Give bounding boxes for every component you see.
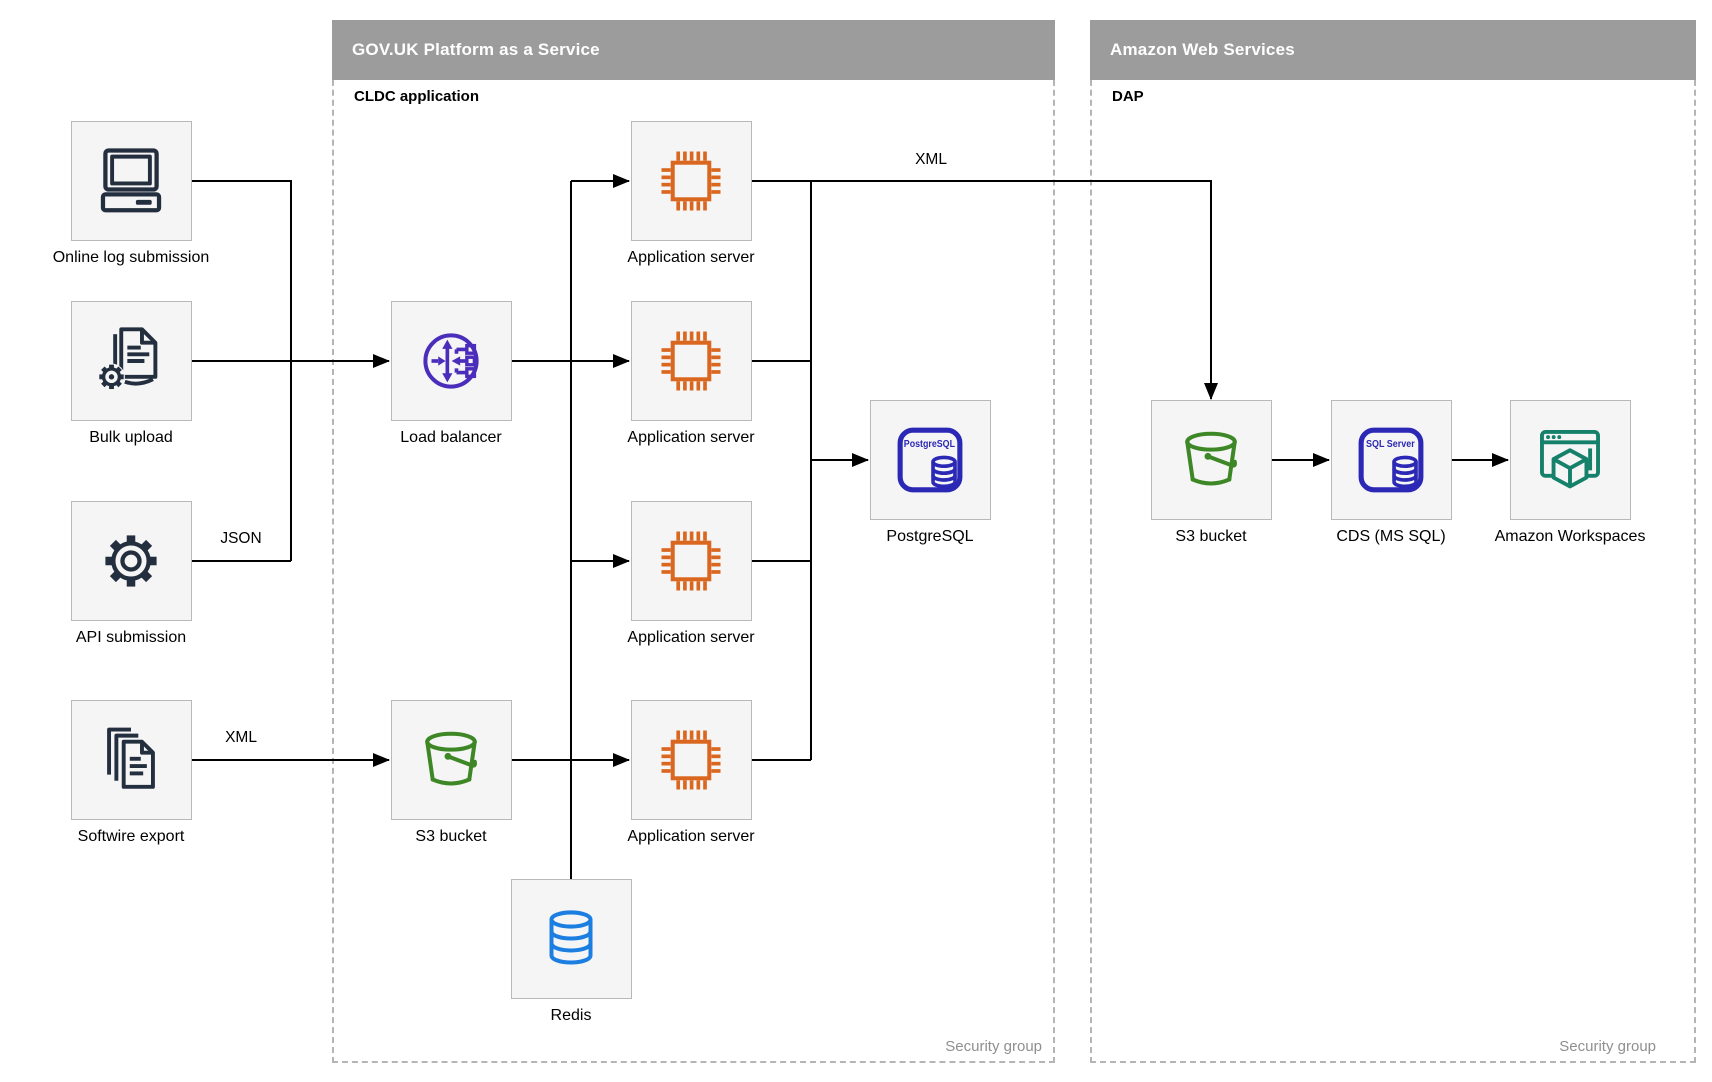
cldc-application-label: CLDC application [354, 88, 480, 105]
postgresql-badge-text: PostgreSQL [904, 439, 955, 450]
gear-icon [105, 535, 157, 587]
node-box [70, 301, 192, 421]
node-box [630, 501, 752, 621]
node-softwire-export: Softwire export [31, 700, 231, 846]
node-box [70, 700, 192, 820]
node-label: S3 bucket [415, 828, 487, 845]
documents-stack-icon [107, 727, 155, 789]
load-balancer-icon [423, 333, 479, 389]
node-application-server-4: Application server [591, 700, 791, 846]
container-aws-title: Amazon Web Services [1090, 20, 1696, 80]
postgresql-icon: PostgreSQL [897, 427, 963, 493]
node-box [630, 121, 752, 241]
container-govuk-paas-title: GOV.UK Platform as a Service [332, 20, 1055, 80]
node-label: Application server [627, 828, 755, 845]
node-label: Amazon Workspaces [1494, 528, 1646, 545]
node-label: Load balancer [400, 429, 502, 446]
node-box [630, 301, 752, 421]
node-load-balancer: Load balancer [351, 301, 551, 447]
aws-security-group-label: Security group [1559, 1038, 1656, 1055]
chip-icon [661, 730, 721, 790]
node-label: Application server [627, 629, 755, 646]
node-box [70, 121, 192, 241]
node-box [510, 879, 632, 999]
node-box [390, 700, 512, 820]
node-label: Application server [627, 249, 755, 266]
computer-icon [100, 148, 162, 213]
chip-icon [661, 151, 721, 211]
edge-label-xml-to-aws: XML [915, 151, 947, 168]
dap-label: DAP [1112, 88, 1144, 105]
database-icon [549, 910, 593, 965]
node-api-submission: API submission [31, 501, 231, 647]
node-application-server-1: Application server [591, 121, 791, 267]
chip-icon [661, 331, 721, 391]
edge-label-json: JSON [220, 530, 262, 547]
node-postgresql: PostgreSQL PostgreSQL [830, 400, 1030, 546]
node-box [390, 301, 512, 421]
node-label: S3 bucket [1175, 528, 1247, 545]
node-cds-mssql: SQL Server CDS (MS SQL) [1291, 400, 1491, 546]
edge-label-xml-export: XML [225, 729, 257, 746]
node-box [1150, 400, 1272, 520]
node-box: SQL Server [1330, 400, 1452, 520]
node-online-log-submission: Online log submission [31, 121, 231, 267]
node-redis: Redis [471, 879, 671, 1025]
node-application-server-2: Application server [591, 301, 791, 447]
node-label: Softwire export [77, 828, 185, 845]
node-label: CDS (MS SQL) [1336, 528, 1446, 545]
bucket-icon [425, 731, 477, 786]
node-application-server-3: Application server [591, 501, 791, 647]
workspaces-icon [1540, 430, 1600, 489]
node-box [1509, 400, 1631, 520]
node-label: Bulk upload [89, 429, 173, 446]
sql-server-badge-text: SQL Server [1366, 439, 1415, 450]
node-label: PostgreSQL [886, 528, 974, 545]
node-s3-bucket-paas: S3 bucket [351, 700, 551, 846]
document-gear-icon [98, 327, 158, 391]
node-label: Redis [550, 1007, 592, 1024]
bucket-icon [1185, 431, 1237, 486]
paas-security-group-label: Security group [945, 1038, 1042, 1055]
node-bulk-upload: Bulk upload [31, 301, 231, 447]
node-label: Application server [627, 429, 755, 446]
node-amazon-workspaces: Amazon Workspaces [1470, 400, 1670, 546]
node-box [70, 501, 192, 621]
node-box [630, 700, 752, 820]
edge-app1-to-aws-s3 [752, 180, 1218, 400]
container-govuk-paas: GOV.UK Platform as a Service CLDC applic… [332, 20, 1055, 1063]
node-label: API submission [75, 629, 187, 646]
sql-server-icon: SQL Server [1358, 427, 1424, 493]
node-label: Online log submission [52, 249, 210, 266]
node-s3-bucket-aws: S3 bucket [1111, 400, 1311, 546]
chip-icon [661, 531, 721, 591]
container-aws: Amazon Web Services DAP Security group [1090, 20, 1696, 1063]
node-box: PostgreSQL [869, 400, 991, 520]
